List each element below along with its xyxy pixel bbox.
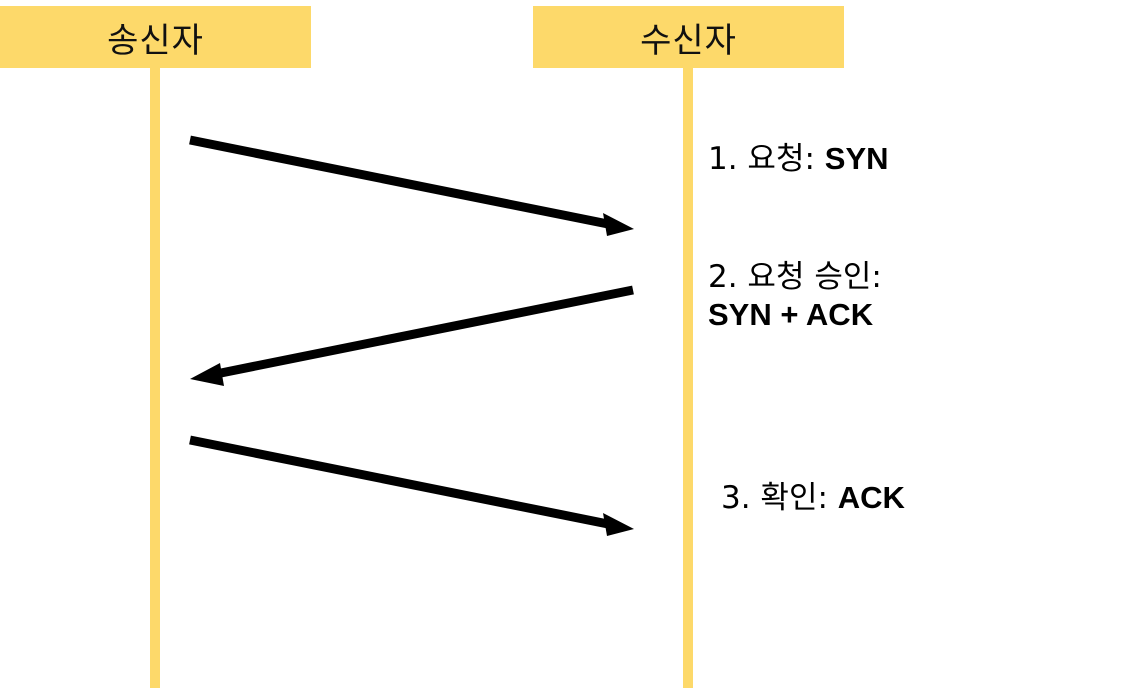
step-1-label: 1. 요청: SYN bbox=[708, 140, 889, 178]
step-2-bold: SYN + ACK bbox=[708, 297, 874, 332]
step-1-bold: SYN bbox=[824, 141, 889, 176]
arrow-syn-ack bbox=[190, 285, 634, 386]
step-3-prefix: 3. 확인: bbox=[721, 480, 838, 516]
arrow-syn bbox=[189, 135, 634, 236]
receiver-lifeline bbox=[683, 68, 693, 688]
step-1-prefix: 1. 요청: bbox=[708, 141, 825, 177]
step-3-bold: ACK bbox=[837, 480, 905, 515]
sender-actor-box: 송신자 bbox=[0, 6, 311, 68]
arrow-ack bbox=[189, 435, 634, 536]
receiver-label: 수신자 bbox=[640, 20, 737, 61]
step-2-label: 2. 요청 승인: SYN + ACK bbox=[708, 258, 882, 334]
sender-lifeline bbox=[150, 68, 160, 688]
step-2-prefix: 2. 요청 승인: bbox=[708, 259, 882, 295]
receiver-actor-box: 수신자 bbox=[533, 6, 844, 68]
sender-label: 송신자 bbox=[107, 20, 204, 61]
step-3-label: 3. 확인: ACK bbox=[721, 479, 905, 517]
